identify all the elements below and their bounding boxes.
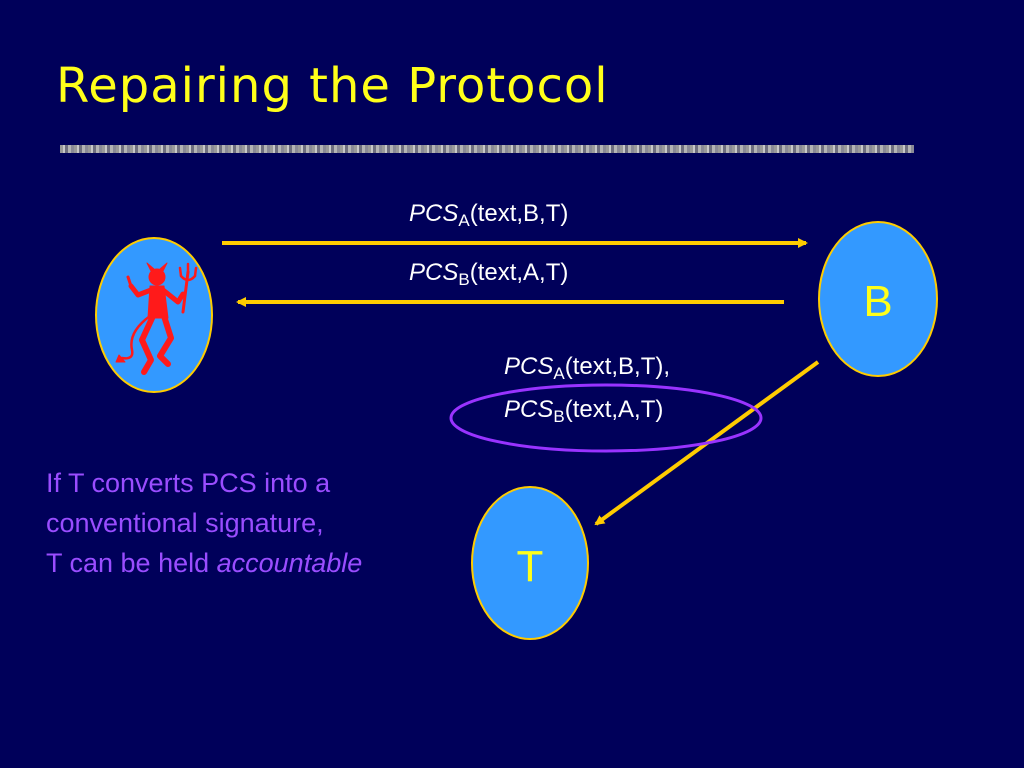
message-b-to-t-line1-pcs: PCS xyxy=(504,353,554,380)
slide-title: Repairing the Protocol xyxy=(56,58,609,114)
message-b-to-a: PCSB(text,A,T) xyxy=(409,259,569,289)
message-b-to-t-line1-args: (text,B,T), xyxy=(564,353,671,380)
message-b-to-t-line2-args: (text,A,T) xyxy=(564,396,664,423)
message-b-to-t-line1-sub: A xyxy=(553,364,565,383)
highlight-ellipse xyxy=(449,383,763,453)
node-b xyxy=(818,221,938,377)
node-t-label: T xyxy=(516,542,544,591)
devil-icon xyxy=(115,262,198,375)
message-a-to-b-pcs: PCS xyxy=(409,200,459,227)
note-line-2: conventional signature, xyxy=(46,508,324,538)
message-b-to-t-line2-sub: B xyxy=(553,407,565,426)
title-divider xyxy=(60,145,914,153)
note-line-3: T can be held accountable xyxy=(46,543,362,583)
accountability-note: If T converts PCS into a conventional si… xyxy=(46,463,362,583)
note-emphasis: accountable xyxy=(216,548,363,578)
node-t xyxy=(471,486,589,640)
note-line-3-prefix: T can be held xyxy=(46,548,217,578)
message-a-to-b-args: (text,B,T) xyxy=(469,200,569,227)
message-b-to-a-pcs: PCS xyxy=(409,259,459,286)
message-b-to-t-line2-pcs: PCS xyxy=(504,396,554,423)
message-b-to-a-args: (text,A,T) xyxy=(469,259,569,286)
message-b-to-t-line1: PCSA(text,B,T), xyxy=(504,353,671,383)
message-a-to-b-sub: A xyxy=(458,211,470,230)
message-b-to-t-line2: PCSB(text,A,T) xyxy=(504,396,664,426)
message-b-to-a-sub: B xyxy=(458,270,470,289)
note-line-1: If T converts PCS into a xyxy=(46,468,331,498)
message-a-to-b: PCSA(text,B,T) xyxy=(409,200,569,230)
node-b-label: B xyxy=(863,277,893,326)
